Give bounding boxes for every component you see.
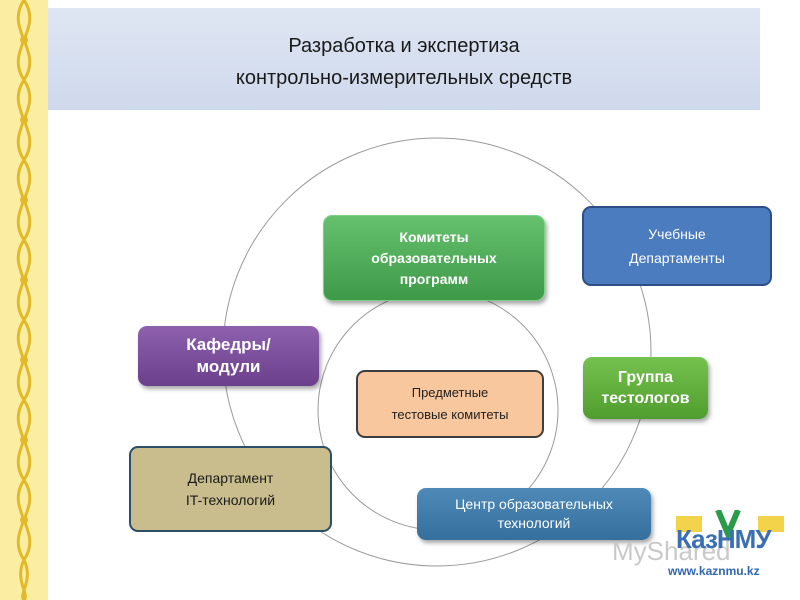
node-label: тестовые комитеты bbox=[391, 407, 509, 422]
node-label: IT-технологий bbox=[185, 492, 276, 508]
node-label: Предметные bbox=[411, 385, 489, 400]
node-label: Кафедры/ bbox=[186, 335, 271, 354]
side-ornament bbox=[0, 0, 48, 600]
logo-name: КазНМУ bbox=[676, 524, 771, 554]
title-band bbox=[48, 8, 760, 110]
node-label: программ bbox=[399, 270, 469, 287]
node-label: образовательных bbox=[371, 249, 497, 266]
node-testologists-group: Группа тестологов bbox=[583, 357, 708, 419]
node-label: Учебные bbox=[648, 226, 706, 242]
node-subject-test-committees: Предметные тестовые комитеты bbox=[356, 370, 544, 438]
watermark-text: MyShared bbox=[612, 536, 731, 566]
site-link[interactable]: www.kaznmu.kz bbox=[668, 564, 760, 578]
node-academic-departments: Учебные Департаменты bbox=[582, 206, 772, 286]
slide-title: Разработка и экспертиза контрольно-измер… bbox=[48, 30, 760, 94]
node-education-program-committees: Комитеты образовательных программ bbox=[323, 215, 545, 301]
kaznmu-logo-icon bbox=[676, 510, 784, 542]
node-edtech-center: Центр образовательных технологий bbox=[417, 488, 651, 540]
title-line-2: контрольно-измерительных средств bbox=[235, 67, 573, 89]
title-line-1: Разработка и экспертиза bbox=[288, 35, 520, 57]
node-label: модули bbox=[196, 357, 261, 376]
node-label: Центр образовательных bbox=[455, 496, 613, 512]
node-chairs-modules: Кафедры/ модули bbox=[138, 326, 319, 386]
node-label: тестологов bbox=[601, 390, 690, 407]
node-it-department: Департамент IT-технологий bbox=[129, 446, 332, 532]
node-label: Департамент bbox=[187, 470, 274, 486]
node-label: технологий bbox=[497, 515, 571, 531]
node-label: Департаменты bbox=[629, 250, 725, 266]
node-label: Группа bbox=[617, 369, 674, 386]
node-label: Комитеты bbox=[399, 228, 469, 245]
